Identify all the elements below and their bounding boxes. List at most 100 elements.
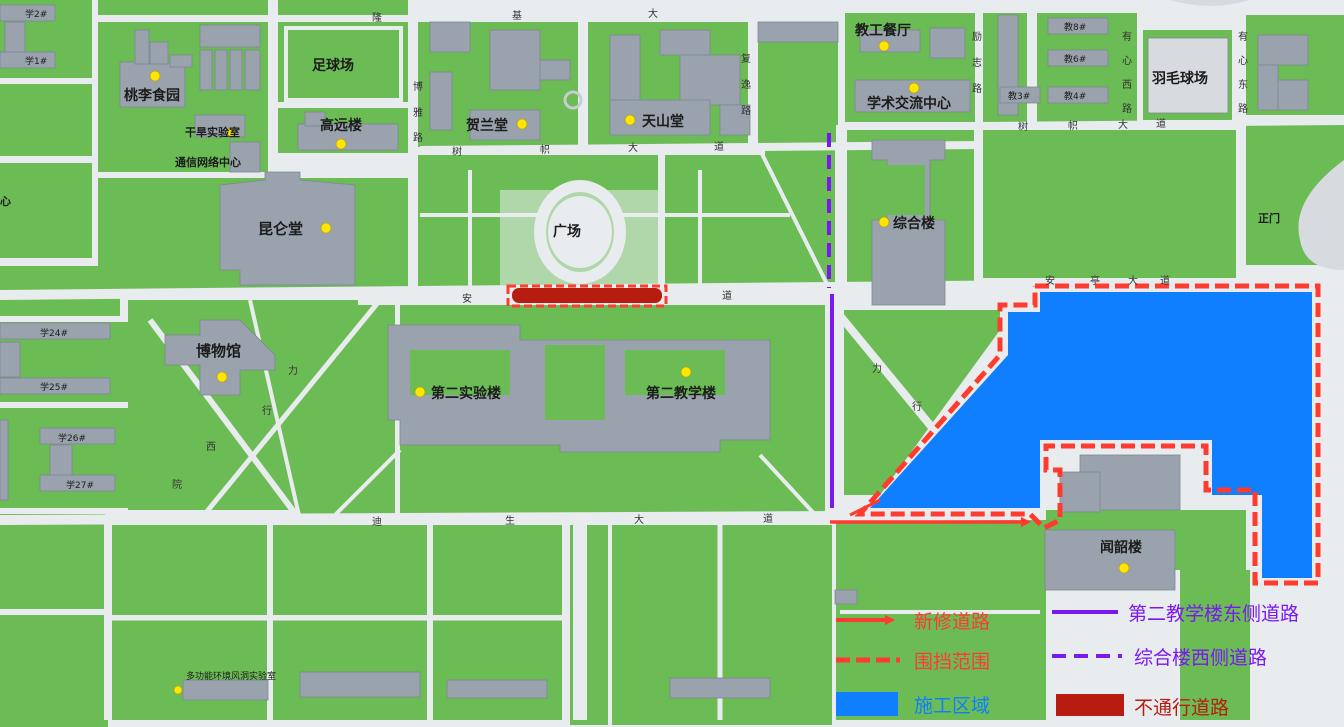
gate-arc <box>1298 160 1344 270</box>
road-name-char: 有 <box>1122 30 1132 43</box>
label-jiaogong: 教工餐厅 <box>855 22 911 39</box>
label-tianshan: 天山堂 <box>642 113 684 130</box>
label-jiao6: 教6# <box>1064 53 1086 65</box>
legend: 新修道路 围挡范围 施工区域 第二教学楼东侧道路 综合楼西侧道路 不通行道路 <box>836 603 1299 719</box>
road-name-char: 行 <box>912 400 922 413</box>
label-zhengmen: 正门 <box>1258 211 1280 225</box>
road-name-char: 逸 <box>741 79 751 91</box>
road-name-char: 路 <box>1238 102 1248 115</box>
road-name-char: 迪 <box>372 516 382 528</box>
label-guangchang: 广场 <box>553 223 581 240</box>
label-xue1: 学1# <box>25 55 47 67</box>
fence-boundary <box>854 283 1321 586</box>
legend-new-road: 新修道路 <box>836 611 990 633</box>
label-taoli: 桃李食园 <box>124 87 180 104</box>
road-name-char: 励 <box>972 30 982 43</box>
arc-top <box>1170 0 1250 6</box>
construction-area <box>870 292 1312 578</box>
closed-road <box>512 288 662 303</box>
legend-construction-label: 施工区域 <box>914 695 990 717</box>
road-name-char: 树 <box>1018 120 1028 133</box>
road-name-char: 路 <box>972 82 982 95</box>
road-name-char: 道 <box>714 140 724 153</box>
road-name-char: 道 <box>1156 117 1166 130</box>
legend-construction: 施工区域 <box>836 692 990 717</box>
road-name-char: 树 <box>452 145 462 158</box>
road-name-char: 生 <box>505 514 515 527</box>
legend-fence-label: 围挡范围 <box>914 651 990 673</box>
road-name-char: 志 <box>972 56 982 69</box>
legend-closed-road: 不通行道路 <box>1056 694 1229 719</box>
label-football: 足球场 <box>312 57 354 74</box>
road-name-char: 大 <box>1118 118 1128 131</box>
label-xue24: 学24# <box>40 327 68 339</box>
legend-purple-dashed-label: 综合楼西侧道路 <box>1134 647 1267 669</box>
road-name-char: 心 <box>1238 55 1248 67</box>
road-name-char: 西 <box>1122 80 1132 91</box>
road-name-char: 路 <box>741 104 751 117</box>
label-xue27: 学27# <box>66 479 94 491</box>
road-name-char: 大 <box>634 513 644 526</box>
road-name-char: 隆 <box>372 11 382 24</box>
road-name-char: 院 <box>172 478 182 491</box>
label-gaoyuan: 高远楼 <box>320 117 362 134</box>
courtyards <box>410 165 925 420</box>
legend-fence: 围挡范围 <box>836 651 990 673</box>
label-helan: 贺兰堂 <box>465 117 508 134</box>
legend-purple-solid-label: 第二教学楼东侧道路 <box>1128 603 1299 625</box>
legend-purple-dashed: 综合楼西侧道路 <box>1052 647 1267 669</box>
poi-dots <box>149 40 1130 695</box>
label-xin: 心 <box>0 195 11 208</box>
road-name-char: 大 <box>648 7 658 20</box>
road-name-char: 安 <box>1045 274 1055 287</box>
road-name-char: 安 <box>462 292 472 305</box>
label-tongxin: 通信网络中心 <box>175 155 241 169</box>
road-name-char: 雅 <box>413 106 423 119</box>
legend-closed-road-swatch-icon <box>1056 694 1124 716</box>
closed-road-fence <box>506 284 668 308</box>
label-ganhan: 干旱实验室 <box>185 125 240 139</box>
road-name-char: 大 <box>1128 274 1138 287</box>
label-kunlun: 昆仑堂 <box>258 220 303 238</box>
map-labels: 足球场 桃李食园 干旱实验室 通信网络中心 高远楼 贺兰堂 天山堂 教工餐厅 学… <box>0 8 1280 682</box>
label-xue26: 学26# <box>58 432 86 444</box>
label-jiao4: 教4# <box>1064 90 1086 102</box>
new-road-curve <box>849 498 881 517</box>
road-name-char: 力 <box>872 362 882 375</box>
label-yumao: 羽毛球场 <box>1152 70 1208 87</box>
road-name-char: 有 <box>1238 30 1248 43</box>
road-name-char: 心 <box>1122 55 1132 67</box>
road-name-char: 东 <box>1238 78 1248 91</box>
road-name-char: 基 <box>512 9 522 22</box>
road-name-char: 行 <box>262 404 272 417</box>
label-xue25: 学25# <box>40 381 68 393</box>
label-jiao3: 教3# <box>1008 90 1030 102</box>
road-name-char: 帜 <box>1068 119 1078 132</box>
legend-closed-road-label: 不通行道路 <box>1134 697 1229 719</box>
legend-new-road-label: 新修道路 <box>914 611 990 633</box>
label-jiaoxue2: 第二教学楼 <box>646 385 716 402</box>
label-wenshao: 闻韶楼 <box>1100 539 1142 556</box>
label-jiao8: 教8# <box>1064 21 1086 33</box>
road-name-char: 西 <box>206 442 216 453</box>
road-name-char: 道 <box>722 289 732 302</box>
road-name-char: 帜 <box>540 143 550 156</box>
road-name-char: 大 <box>628 141 638 154</box>
legend-construction-swatch-icon <box>836 692 898 716</box>
plaza <box>500 180 660 285</box>
road-name-char: 道 <box>1160 274 1170 287</box>
road-name-char: 路 <box>1122 102 1132 115</box>
legend-purple-solid: 第二教学楼东侧道路 <box>1052 603 1299 625</box>
road-name-char: 博 <box>413 80 423 93</box>
label-xueshu: 学术交流中心 <box>867 95 951 112</box>
road-labels: 隆 基 大 博 雅 路 复 逸 路 励 志 路 有 心 西 路 有 心 东 路 … <box>172 7 1248 528</box>
road-name-char: 力 <box>288 364 298 377</box>
label-xue2: 学2# <box>25 8 47 20</box>
roundabout <box>563 90 583 110</box>
label-zonghe: 综合楼 <box>893 215 935 232</box>
road-name-char: 复 <box>741 52 751 65</box>
road-name-char: 亭 <box>1090 274 1100 287</box>
label-shiyan2: 第二实验楼 <box>431 385 501 402</box>
